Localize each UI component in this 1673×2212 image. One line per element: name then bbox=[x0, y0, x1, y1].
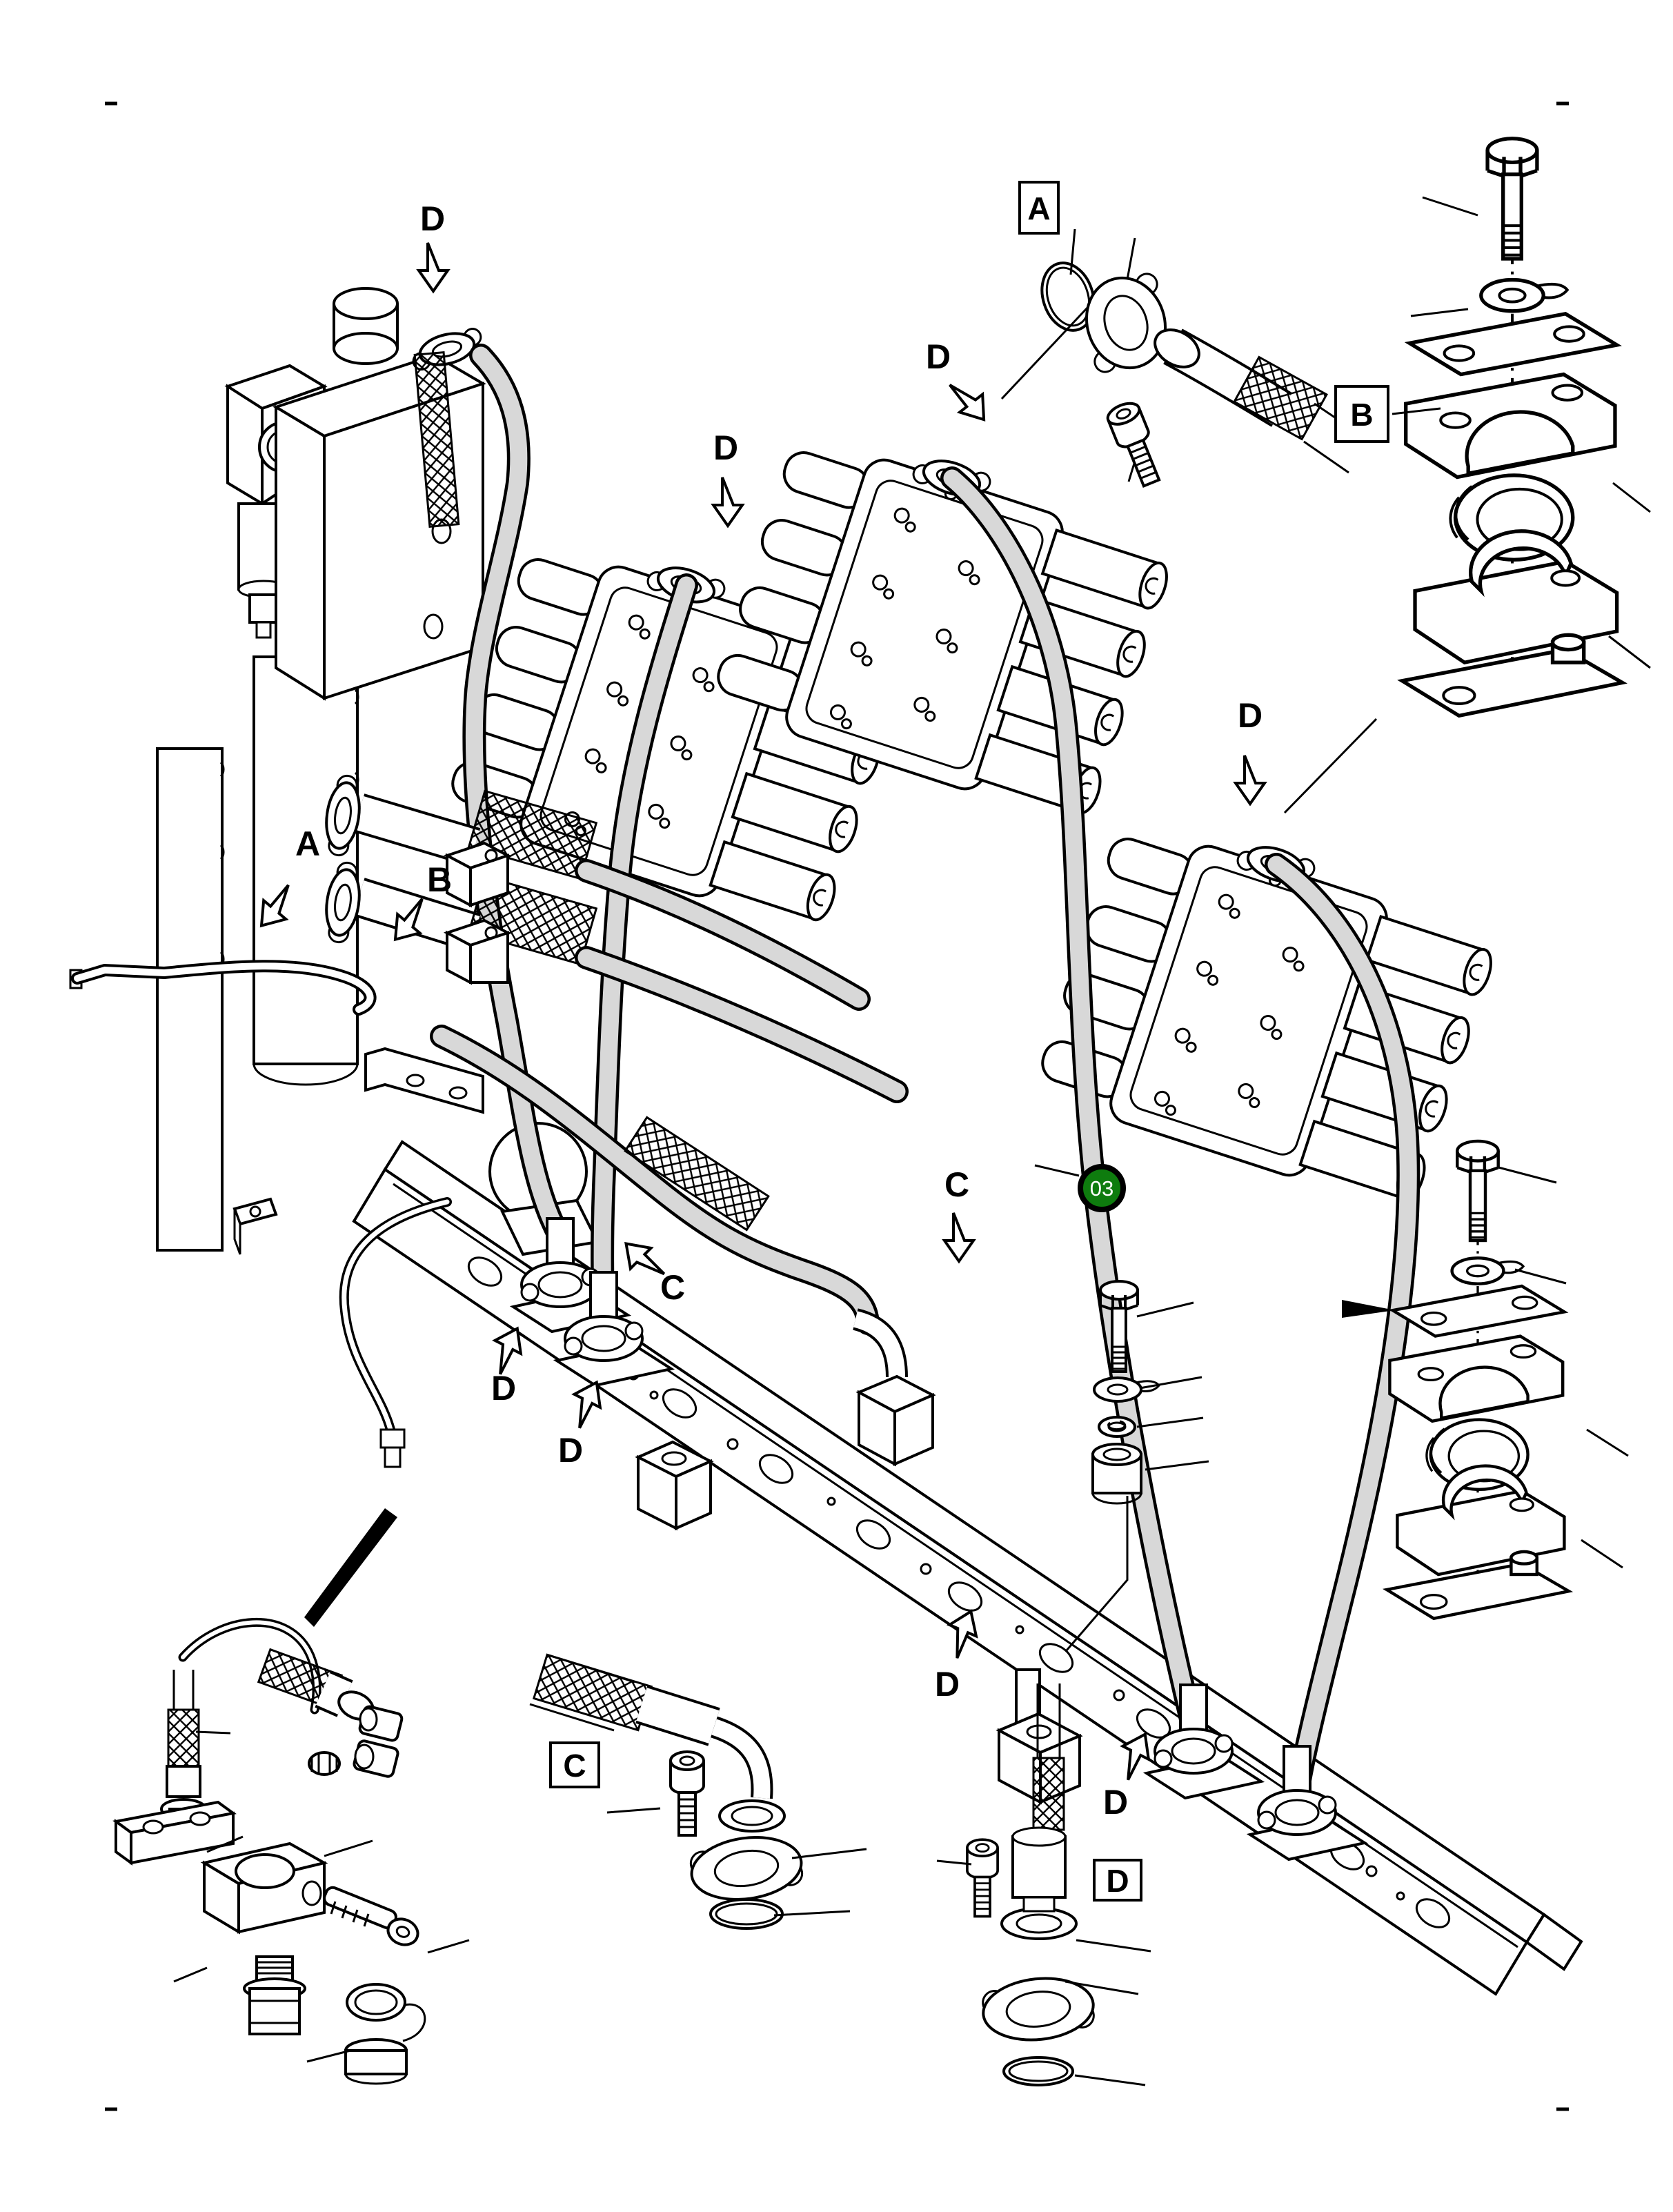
elbow-fitting-1 bbox=[358, 1705, 404, 1742]
callout-letter-d3: D bbox=[926, 337, 951, 376]
detail-b-leaders bbox=[1283, 196, 1651, 814]
right-clamp-leaders bbox=[1498, 1166, 1629, 1569]
hotspot-circle[interactable] bbox=[1078, 1164, 1126, 1212]
detail-label-d-text: D bbox=[1106, 1863, 1129, 1899]
dust-cap bbox=[344, 1983, 426, 2085]
hose-c-elbow bbox=[430, 1025, 936, 1467]
hose-manifold-2 bbox=[940, 466, 1204, 1737]
clamp-plate bbox=[112, 1800, 237, 1866]
test-hose bbox=[339, 1197, 452, 1468]
callout-letter-d4: D bbox=[1238, 696, 1263, 735]
hose-left-upper bbox=[325, 774, 871, 1011]
callout-letter-d6: D bbox=[558, 1431, 583, 1470]
detail-label-c: C bbox=[549, 1741, 600, 1788]
left-support-pipes bbox=[156, 655, 359, 1252]
pilot-valve-block bbox=[224, 287, 486, 701]
hotspot-number: 03 bbox=[1090, 1176, 1113, 1201]
detail-label-a: A bbox=[1018, 181, 1060, 235]
hose-left-lower bbox=[325, 861, 909, 1103]
service-kit-detail bbox=[112, 1508, 470, 2085]
hose-from-pilot-block bbox=[413, 344, 571, 1247]
clamp-block bbox=[200, 1841, 328, 1935]
callout-letter-d2: D bbox=[713, 428, 738, 467]
corner-marks bbox=[105, 101, 1569, 2111]
rail-foot-left bbox=[635, 1440, 714, 1531]
clamp-bolt bbox=[323, 1886, 419, 1946]
detail-label-b-text: B bbox=[1350, 397, 1373, 433]
small-angle-bracket bbox=[232, 1197, 278, 1255]
callout-arrow-d1 bbox=[417, 241, 449, 293]
hex-plug bbox=[308, 1751, 341, 1776]
callout-arrow-d4 bbox=[1234, 754, 1266, 805]
detail-d bbox=[936, 1683, 1151, 2086]
pointer-wedge-left bbox=[304, 1508, 397, 1627]
bent-retainer-rod bbox=[69, 960, 377, 1016]
detail-b bbox=[1402, 139, 1622, 716]
callout-letter-a: A bbox=[295, 824, 320, 863]
hose-clamp-blocks bbox=[443, 841, 512, 985]
hotspot-03[interactable]: 03 bbox=[1034, 1164, 1126, 1212]
hose-manifold-3 bbox=[1265, 853, 1420, 1800]
detail-label-b: B bbox=[1334, 385, 1389, 443]
detail-label-c-text: C bbox=[563, 1748, 586, 1784]
callouts: D D D D A B C C D D D D bbox=[248, 199, 1266, 1821]
callout-arrow-c1 bbox=[943, 1212, 975, 1263]
callout-arrow-d2 bbox=[712, 476, 744, 527]
quick-coupler bbox=[243, 1955, 306, 2035]
support-bracket bbox=[364, 1047, 484, 1114]
callout-letter-d7: D bbox=[935, 1665, 960, 1704]
callout-letter-d1: D bbox=[420, 199, 445, 238]
pointer-wedge-right bbox=[1342, 1300, 1395, 1318]
detail-label-d: D bbox=[1093, 1859, 1142, 1902]
callout-letter-c2: C bbox=[660, 1268, 685, 1307]
callout-letter-c1: C bbox=[944, 1165, 969, 1204]
detail-a bbox=[1000, 228, 1363, 491]
fastener-stack bbox=[1065, 1280, 1209, 1651]
elbow-fitting-2 bbox=[353, 1739, 399, 1778]
callout-letter-d8: D bbox=[1103, 1783, 1128, 1821]
detail-label-a-text: A bbox=[1027, 190, 1050, 226]
callout-letter-b: B bbox=[427, 860, 452, 899]
detail-c bbox=[529, 1653, 867, 1930]
callout-arrow-d3 bbox=[941, 371, 997, 431]
callout-letter-d5: D bbox=[491, 1369, 516, 1408]
